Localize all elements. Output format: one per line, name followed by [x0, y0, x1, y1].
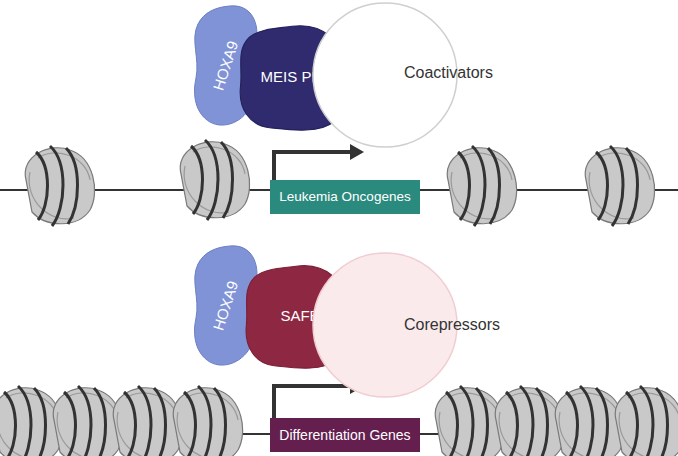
gene-box: Leukemia Oncogenes — [270, 180, 420, 214]
nucleosome — [25, 146, 94, 226]
node-label: Coactivators — [404, 64, 493, 82]
nucleosome — [495, 386, 564, 456]
node-label: Differentiation Genes — [279, 427, 410, 443]
nucleosome — [615, 386, 678, 456]
nucleosome — [435, 386, 504, 456]
nucleosome — [447, 146, 516, 226]
nucleosome — [173, 386, 242, 456]
gene-box: Differentiation Genes — [270, 418, 420, 452]
nucleosome — [53, 386, 122, 456]
nucleosome — [180, 140, 249, 220]
tss-arrow — [274, 152, 352, 180]
tss-arrow — [274, 386, 352, 418]
node-label: Leukemia Oncogenes — [279, 189, 410, 205]
corepressor-circle: Corepressors — [312, 252, 504, 398]
nucleosome — [585, 146, 654, 226]
coactivator-circle: Coactivators — [312, 2, 504, 148]
node-label: Corepressors — [404, 316, 500, 334]
arrow-head — [350, 144, 364, 160]
nucleosome — [555, 386, 624, 456]
nucleosome — [113, 386, 182, 456]
nucleosome — [0, 386, 63, 456]
